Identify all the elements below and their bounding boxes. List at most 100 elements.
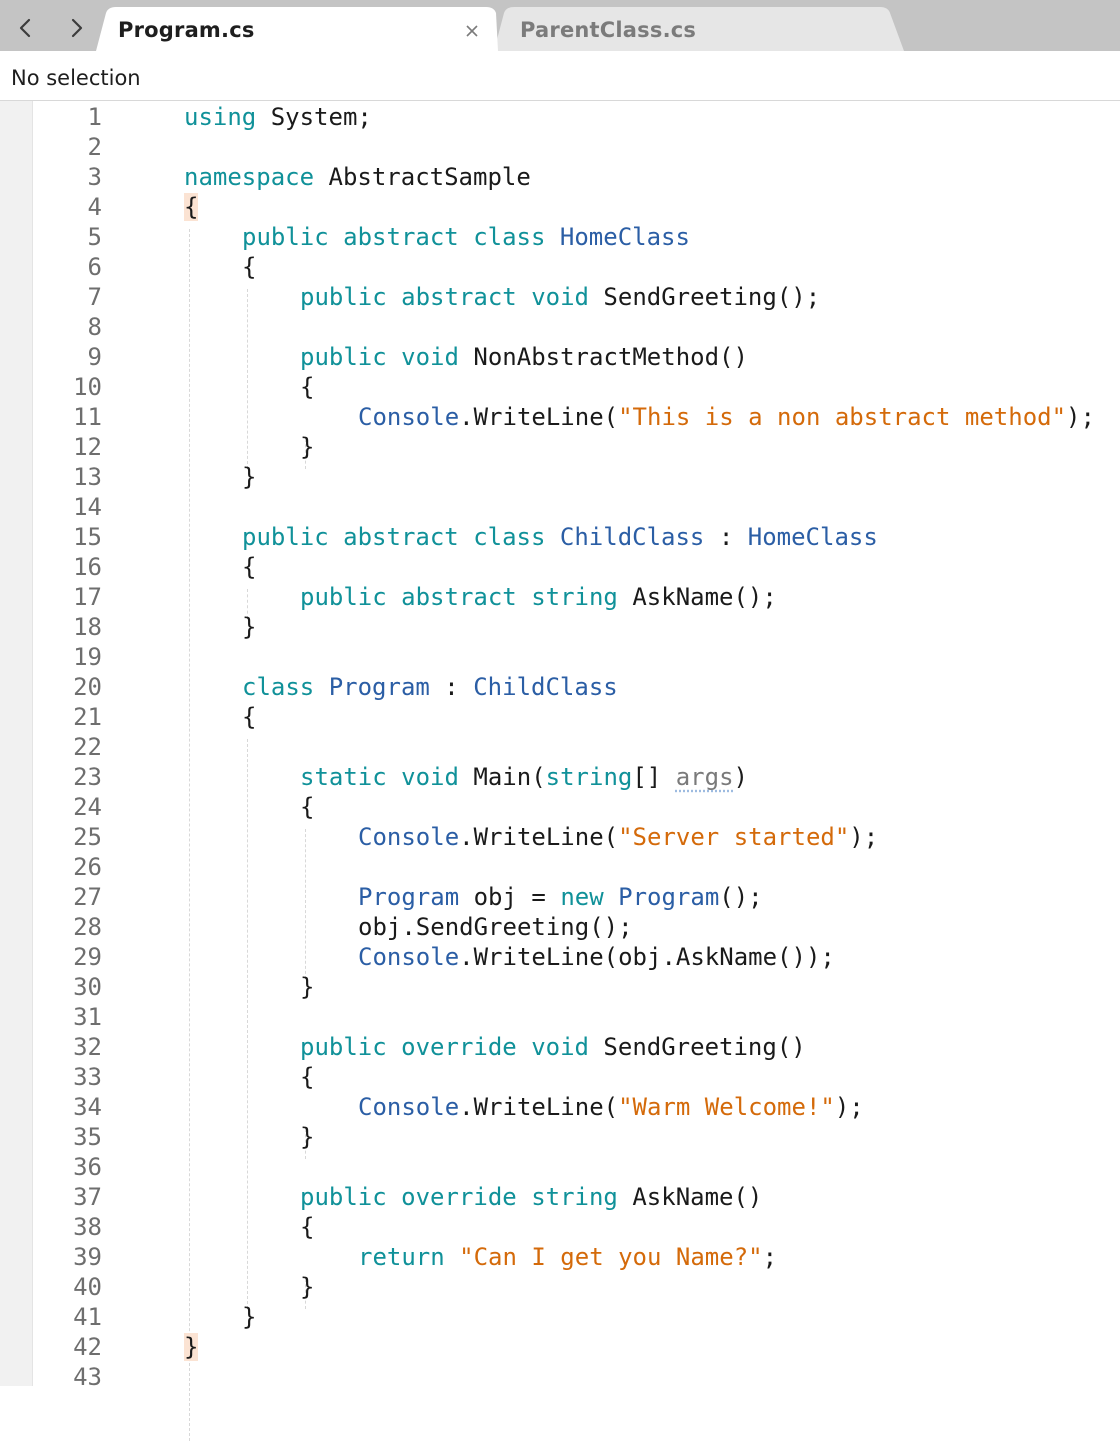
- code-text: {: [242, 702, 256, 732]
- line-number: 6: [87, 253, 102, 281]
- line-number: 36: [73, 1153, 102, 1181]
- tab-background: [96, 7, 498, 51]
- code-token: ChildClass: [559, 523, 705, 551]
- code-token: public abstract string: [300, 583, 618, 611]
- code-text: }: [300, 972, 314, 1002]
- code-line: 41}: [0, 1302, 1120, 1332]
- line-number: 26: [73, 853, 102, 881]
- code-text: {: [300, 1212, 314, 1242]
- line-number: 34: [73, 1093, 102, 1121]
- line-number: 1: [87, 103, 102, 131]
- code-text: public override string AskName(): [300, 1182, 762, 1212]
- code-token: {: [300, 373, 315, 401]
- code-text: public abstract class HomeClass: [242, 222, 690, 252]
- code-token: Console: [358, 823, 460, 851]
- line-number: 2: [87, 133, 102, 161]
- line-number: 41: [73, 1303, 102, 1331]
- matched-brace: }: [184, 1333, 199, 1361]
- tab-parentclass[interactable]: ParentClass.cs: [494, 7, 906, 51]
- code-line: 18}: [0, 612, 1120, 642]
- code-token: namespace: [184, 163, 315, 191]
- code-token: Console: [358, 403, 460, 431]
- code-token: System;: [256, 103, 372, 131]
- back-button[interactable]: [14, 14, 36, 42]
- tab-background: [494, 7, 904, 51]
- code-line: 35}: [0, 1122, 1120, 1152]
- code-text: {: [300, 792, 314, 822]
- line-number: 4: [87, 193, 102, 221]
- code-text: Console.WriteLine("This is a non abstrac…: [358, 402, 1095, 432]
- selection-status: No selection: [11, 66, 141, 90]
- code-token: Program: [328, 673, 430, 701]
- code-token: class: [242, 673, 315, 701]
- code-text: Console.WriteLine("Warm Welcome!");: [358, 1092, 864, 1122]
- code-token: }: [300, 1123, 315, 1151]
- code-line: 36: [0, 1152, 1120, 1182]
- code-text: using System;: [184, 102, 372, 132]
- code-token: public abstract class: [242, 523, 546, 551]
- code-token: .WriteLine(: [459, 823, 619, 851]
- line-number: 23: [73, 763, 102, 791]
- code-token: [604, 883, 618, 911]
- line-number: 20: [73, 673, 102, 701]
- line-number: 10: [73, 373, 102, 401]
- code-token: :: [704, 523, 748, 551]
- code-token: args: [675, 763, 734, 791]
- code-text: obj.SendGreeting();: [358, 912, 633, 942]
- editor-gutter: [0, 101, 33, 1386]
- indent-guide: [305, 1129, 306, 1159]
- tab-label: ParentClass.cs: [520, 18, 697, 42]
- code-line: 33{: [0, 1062, 1120, 1092]
- code-token: "Can I get you Name?": [459, 1243, 763, 1271]
- code-token: SendGreeting();: [588, 283, 821, 311]
- code-token: Program: [618, 883, 720, 911]
- code-text: }: [242, 612, 256, 642]
- line-number: 12: [73, 433, 102, 461]
- code-token: NonAbstractMethod(): [458, 343, 748, 371]
- code-text: return "Can I get you Name?";: [358, 1242, 777, 1272]
- code-token: {: [300, 793, 315, 821]
- code-text: Console.WriteLine(obj.AskName());: [358, 942, 835, 972]
- code-token: [545, 223, 559, 251]
- line-number: 15: [73, 523, 102, 551]
- code-line: 28 obj.SendGreeting();: [0, 912, 1120, 942]
- code-token: public override string: [300, 1183, 618, 1211]
- code-token: {: [300, 1063, 315, 1091]
- code-token: }: [300, 973, 315, 1001]
- line-number: 40: [73, 1273, 102, 1301]
- code-token: }: [300, 1273, 315, 1301]
- code-line: 43: [0, 1362, 1120, 1392]
- code-line: 30}: [0, 972, 1120, 1002]
- code-text: }: [300, 1122, 314, 1152]
- line-number: 28: [73, 913, 102, 941]
- tab-program[interactable]: Program.cs: [96, 7, 498, 51]
- tab-bar: ParentClass.cs Program.cs: [0, 0, 1120, 51]
- code-token: }: [242, 1303, 257, 1331]
- code-token: HomeClass: [559, 223, 690, 251]
- line-number: 43: [73, 1363, 102, 1391]
- line-number: 27: [73, 883, 102, 911]
- code-token: []: [632, 763, 676, 791]
- forward-button[interactable]: [66, 14, 88, 42]
- line-number: 21: [73, 703, 102, 731]
- line-number: 19: [73, 643, 102, 671]
- code-line: 6{: [0, 252, 1120, 282]
- code-token: "Warm Welcome!": [618, 1093, 835, 1121]
- code-token: {: [242, 253, 257, 281]
- line-number: 39: [73, 1243, 102, 1271]
- code-token: HomeClass: [747, 523, 878, 551]
- indent-guide: [247, 289, 248, 469]
- line-number: 35: [73, 1123, 102, 1151]
- close-tab-button[interactable]: [464, 23, 480, 39]
- code-text: {: [242, 252, 256, 282]
- code-line: 39 return "Can I get you Name?";: [0, 1242, 1120, 1272]
- selection-bar: No selection: [0, 51, 1120, 101]
